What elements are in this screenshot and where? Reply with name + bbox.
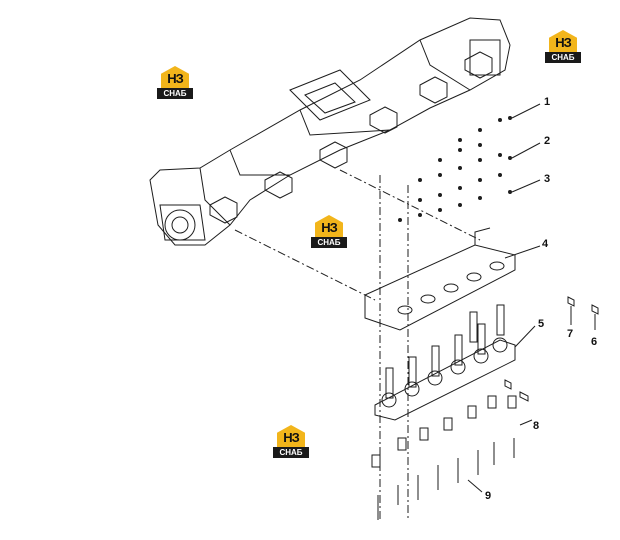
center-lines <box>234 169 481 520</box>
leader-lines <box>467 103 541 493</box>
callout-1: 1 <box>544 96 551 108</box>
fastener-dots <box>398 116 512 222</box>
watermark-logo: НЗ СНАБ <box>311 215 347 249</box>
watermark-logo: НЗ СНАБ <box>273 425 309 459</box>
callout-3: 3 <box>544 173 551 185</box>
watermark-logo: НЗ СНАБ <box>545 30 581 64</box>
callout-2: 2 <box>544 135 551 147</box>
callout-9: 9 <box>485 490 492 502</box>
beam-housing <box>149 17 511 246</box>
watermark-logo: НЗ СНАБ <box>157 66 193 100</box>
valve-rail <box>374 304 516 421</box>
mounting-plate <box>364 227 516 331</box>
callout-8: 8 <box>533 420 540 432</box>
callout-7: 7 <box>567 328 574 340</box>
callout-4: 4 <box>542 238 549 250</box>
callout-5: 5 <box>538 318 545 330</box>
callout-6: 6 <box>591 336 598 348</box>
hardware <box>371 296 599 520</box>
